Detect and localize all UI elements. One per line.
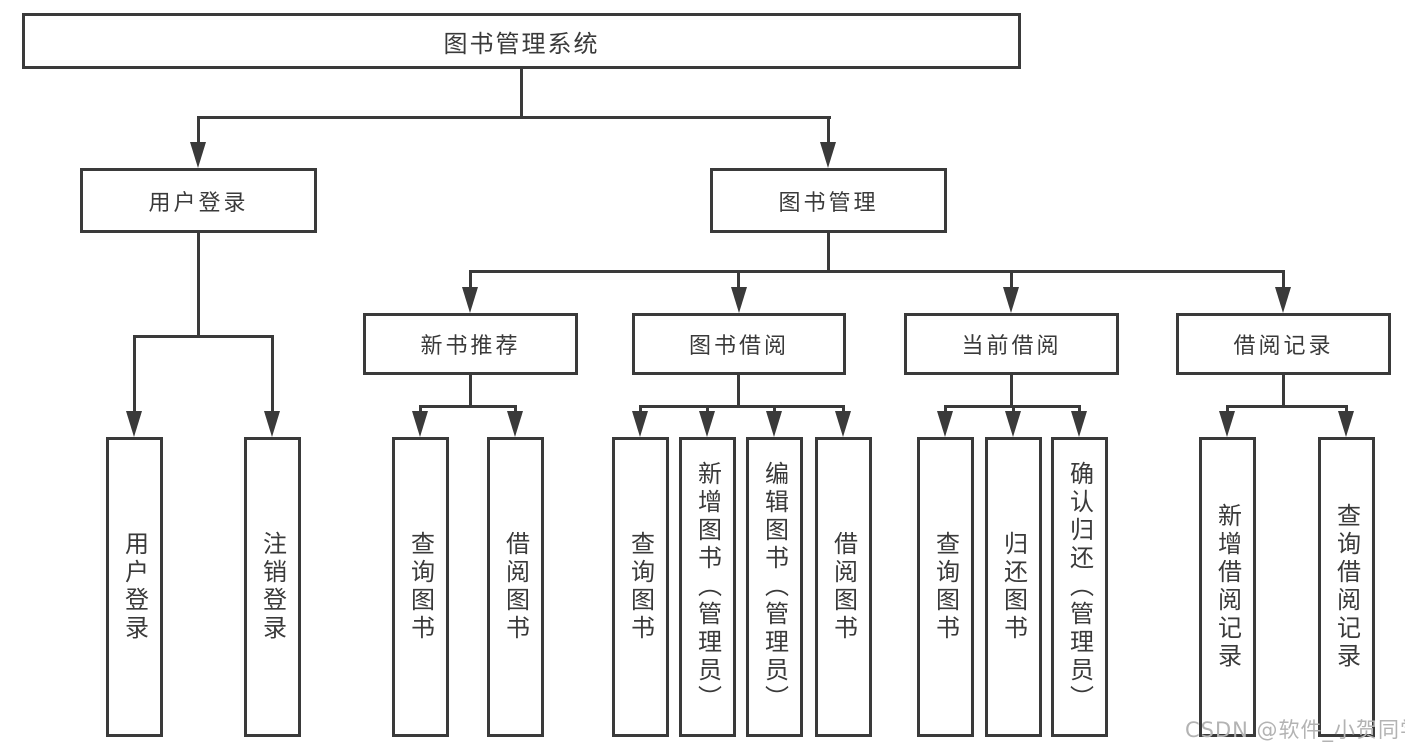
leaf-query-borrow-record: 查询借阅记录 (1318, 437, 1375, 737)
arrow-down-icon (731, 287, 747, 313)
leaf-add-book-admin: 新增图书（管理员） (679, 437, 736, 737)
connector-level3-rail (469, 270, 1285, 273)
arrow-down-icon (412, 411, 428, 437)
connector-stub (1012, 405, 1015, 415)
node-user-login: 用户登录 (80, 168, 317, 233)
leaf-confirm-return-admin: 确认归还（管理员） (1051, 437, 1108, 737)
connector-new-book-recommend-stem (469, 375, 472, 408)
leaf-edit-book-admin: 编辑图书（管理员） (746, 437, 803, 737)
connector-stub (514, 405, 517, 415)
arrow-down-icon (507, 411, 523, 437)
connector-user-login-stem (197, 233, 200, 337)
connector-stub (419, 405, 422, 415)
arrow-down-icon (937, 411, 953, 437)
node-root-label: 图书管理系统 (443, 29, 600, 58)
arrow-down-icon (1338, 411, 1354, 437)
connector-stub (842, 405, 845, 415)
leaf-add-book-admin-label: 新增图书（管理员） (693, 461, 722, 713)
connector-stub-leaf-user-login (133, 335, 136, 413)
leaf-recommend-borrow-book: 借阅图书 (487, 437, 544, 737)
arrow-down-icon (835, 411, 851, 437)
watermark: CSDN @软件_小贺同学 (1185, 718, 1405, 742)
connector-stub-current-borrow (1010, 270, 1013, 290)
leaf-recommend-query-book-label: 查询图书 (406, 531, 435, 643)
arrow-down-icon (699, 411, 715, 437)
leaf-borrow-query-book: 查询图书 (612, 437, 669, 737)
arrow-down-icon (462, 287, 478, 313)
leaf-return-book: 归还图书 (985, 437, 1042, 737)
leaf-logout: 注销登录 (244, 437, 301, 737)
node-book-borrow: 图书借阅 (632, 313, 846, 375)
connector-stub-borrow-record (1282, 270, 1285, 290)
leaf-user-login-label: 用户登录 (120, 531, 149, 643)
leaf-edit-book-admin-label: 编辑图书（管理员） (760, 461, 789, 713)
connector-stub-leaf-logout (271, 335, 274, 413)
leaf-add-borrow-record: 新增借阅记录 (1199, 437, 1256, 737)
node-book-management-label: 图书管理 (778, 190, 879, 216)
connector-new-book-recommend-rail (419, 405, 517, 408)
connector-book-borrow-rail (639, 405, 845, 408)
leaf-borrow-query-book-label: 查询图书 (626, 531, 655, 643)
node-current-borrow: 当前借阅 (904, 313, 1119, 375)
connector-stub-new-book-recommend (469, 270, 472, 290)
leaf-current-query-book-label: 查询图书 (931, 531, 960, 643)
leaf-current-query-book: 查询图书 (917, 437, 974, 737)
node-borrow-record-label: 借阅记录 (1233, 334, 1334, 359)
leaf-user-login: 用户登录 (106, 437, 163, 737)
connector-stub (773, 405, 776, 415)
arrow-down-icon (1005, 411, 1021, 437)
connector-level2-rail (197, 116, 831, 119)
connector-stub (1226, 405, 1229, 415)
node-current-borrow-label: 当前借阅 (961, 334, 1062, 359)
node-root: 图书管理系统 (22, 13, 1021, 69)
leaf-query-borrow-record-label: 查询借阅记录 (1332, 503, 1361, 671)
connector-current-borrow-stem (1010, 375, 1013, 408)
connector-borrow-record-rail (1226, 405, 1348, 408)
node-new-book-recommend: 新书推荐 (363, 313, 578, 375)
leaf-recommend-borrow-book-label: 借阅图书 (501, 531, 530, 643)
arrow-down-icon (190, 142, 206, 168)
node-user-login-label: 用户登录 (148, 190, 249, 216)
connector-user-login-rail (133, 335, 274, 338)
node-book-management: 图书管理 (710, 168, 947, 233)
arrow-down-icon (820, 142, 836, 168)
leaf-borrow-book-label: 借阅图书 (829, 531, 858, 643)
leaf-return-book-label: 归还图书 (999, 531, 1028, 643)
connector-stub-user-login (197, 116, 200, 146)
connector-stub (1078, 405, 1081, 415)
node-borrow-record: 借阅记录 (1176, 313, 1391, 375)
leaf-borrow-book: 借阅图书 (815, 437, 872, 737)
connector-book-borrow-stem (737, 375, 740, 408)
leaf-confirm-return-admin-label: 确认归还（管理员） (1065, 461, 1094, 713)
connector-stub (706, 405, 709, 415)
leaf-logout-label: 注销登录 (258, 531, 287, 643)
leaf-recommend-query-book: 查询图书 (392, 437, 449, 737)
arrow-down-icon (264, 411, 280, 437)
connector-stub (1345, 405, 1348, 415)
arrow-down-icon (1003, 287, 1019, 313)
leaf-add-borrow-record-label: 新增借阅记录 (1213, 503, 1242, 671)
connector-stub (639, 405, 642, 415)
arrow-down-icon (1275, 287, 1291, 313)
connector-book-management-stem (827, 233, 830, 273)
connector-stub (944, 405, 947, 415)
arrow-down-icon (766, 411, 782, 437)
arrow-down-icon (1071, 411, 1087, 437)
node-new-book-recommend-label: 新书推荐 (420, 334, 521, 359)
arrow-down-icon (126, 411, 142, 437)
connector-borrow-record-stem (1282, 375, 1285, 408)
arrow-down-icon (632, 411, 648, 437)
connector-stub-book-management (827, 116, 830, 146)
node-book-borrow-label: 图书借阅 (688, 334, 789, 359)
connector-stub-book-borrow (737, 270, 740, 290)
arrow-down-icon (1219, 411, 1235, 437)
connector-root-stem (520, 69, 523, 119)
